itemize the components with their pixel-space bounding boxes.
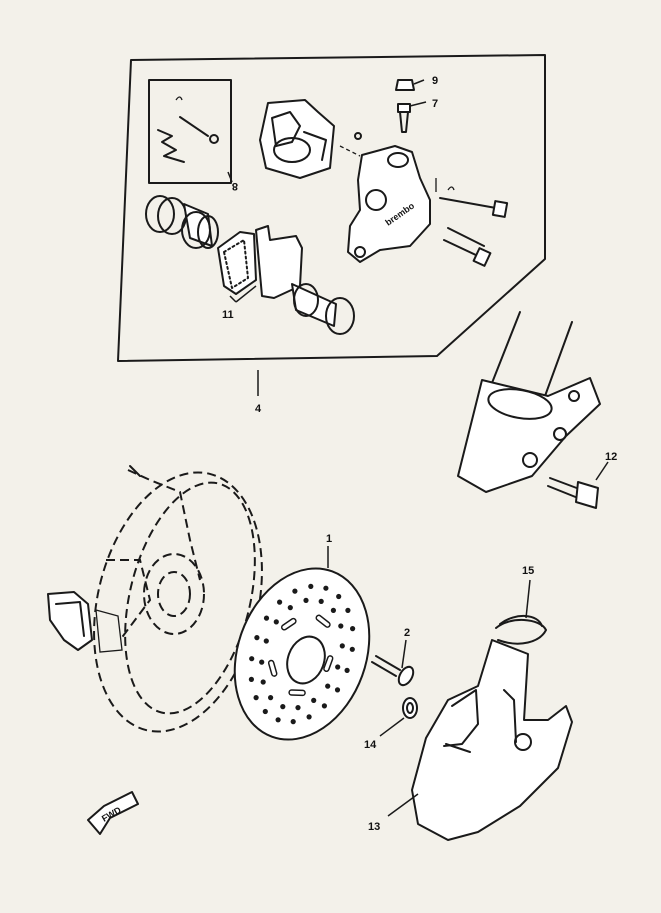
disc-slot: [288, 689, 306, 697]
label-1: 1: [326, 533, 332, 545]
brake-disc: [233, 567, 371, 741]
leader-lines: [227, 79, 609, 817]
fork-leg: [457, 311, 601, 493]
disc-hole: [344, 667, 350, 674]
bleeder-screw: [397, 103, 411, 133]
disc-guard: [411, 639, 573, 841]
label-13: 13: [368, 821, 380, 833]
disc-hole: [308, 583, 314, 590]
disc-hole: [263, 638, 269, 644]
disc-bolt: [371, 655, 415, 687]
disc-hole: [325, 683, 331, 689]
disc-holes: [248, 583, 356, 725]
disc-hole: [262, 708, 268, 715]
label-8: 8: [232, 180, 238, 192]
disc-hole: [339, 643, 345, 649]
disc-hole: [349, 646, 355, 652]
label-14: 14: [364, 739, 377, 751]
disc-slot: [267, 659, 278, 677]
piston-set-right: [291, 283, 355, 335]
label-9: 9: [432, 75, 438, 87]
pad-pin-icon: [179, 116, 209, 137]
disc-hole: [287, 605, 293, 611]
label-11: 11: [222, 309, 234, 321]
label-15: 15: [522, 565, 534, 577]
disc-hole: [306, 714, 312, 720]
disc-hole: [249, 656, 255, 662]
spring-clip-icon: [157, 129, 185, 163]
disc-hole: [311, 697, 317, 704]
label-7: 7: [432, 98, 438, 110]
speedo-drive: [47, 591, 123, 653]
disc-hole: [336, 593, 342, 600]
disc-hole: [303, 597, 309, 604]
disc-slot: [280, 617, 297, 631]
brake-pads: [217, 225, 303, 299]
disc-hole: [334, 687, 341, 693]
fwd-arrow: FWD: [87, 791, 139, 835]
disc-hole: [263, 615, 270, 621]
disc-hole: [259, 659, 265, 665]
disc-hole: [248, 676, 254, 683]
disc-hole: [345, 607, 351, 614]
caliper-bolts: [435, 178, 509, 267]
disc-hole: [273, 619, 279, 625]
caliper-inner-half: brembo: [339, 132, 431, 263]
disc-hole: [260, 679, 266, 685]
pin-kit-inset: [148, 79, 232, 184]
label-2: 2: [404, 627, 410, 639]
label-12: 12: [605, 451, 617, 463]
disc-hole: [350, 626, 356, 632]
disc-slot: [323, 655, 334, 673]
bleeder-cap: [395, 79, 415, 91]
disc-hole: [321, 703, 327, 709]
piston-set-left: [145, 195, 219, 249]
disc-hole: [253, 695, 259, 701]
callout-labels: 1 2 4 7 8 9 11 12 13 14 15: [222, 75, 617, 833]
axle-bolt: [547, 477, 599, 509]
disc-hole: [277, 599, 283, 605]
disc-hole: [290, 719, 296, 725]
guard-clip: [495, 615, 547, 645]
disc-hole: [338, 623, 344, 629]
label-4: 4: [255, 403, 262, 415]
washer: [402, 697, 418, 719]
disc-hole: [335, 664, 341, 670]
caliper-outer-half: [259, 99, 335, 179]
disc-slot: [315, 614, 331, 628]
disc-hole: [254, 635, 260, 641]
disc-hole: [318, 598, 324, 605]
disc-hole: [330, 607, 336, 614]
disc-hole: [323, 585, 329, 591]
disc-hole: [295, 705, 301, 711]
disc-hole: [292, 588, 298, 594]
disc-hole: [280, 704, 286, 710]
disc-hole: [275, 717, 281, 723]
disc-hole: [268, 695, 274, 701]
caliper-assembly-box: [117, 54, 546, 362]
